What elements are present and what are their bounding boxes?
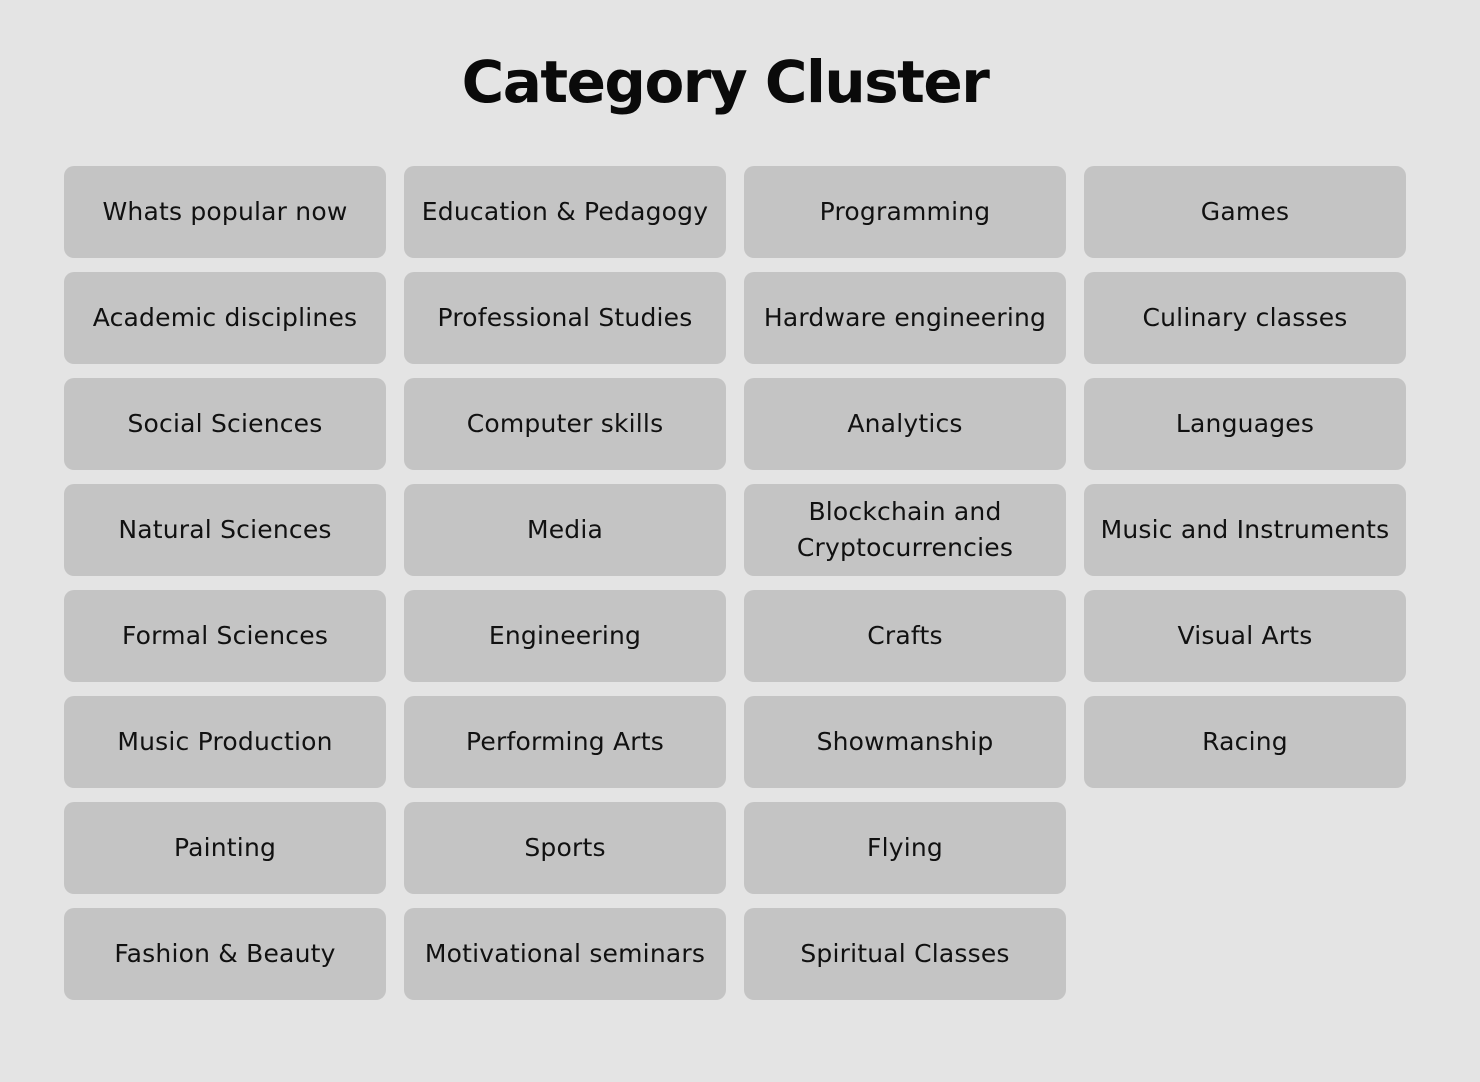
category-tile[interactable]: Whats popular now — [64, 166, 386, 258]
category-tile[interactable]: Engineering — [404, 590, 726, 682]
category-grid: Whats popular now Academic disciplines S… — [64, 166, 1406, 1000]
category-tile[interactable]: Crafts — [744, 590, 1066, 682]
category-label: Social Sciences — [127, 409, 323, 438]
category-tile[interactable]: Computer skills — [404, 378, 726, 470]
category-label: Music and Instruments — [1100, 515, 1390, 544]
category-label: Professional Studies — [437, 303, 693, 332]
category-label: Sports — [524, 833, 606, 862]
category-tile[interactable]: Social Sciences — [64, 378, 386, 470]
category-tile[interactable]: Analytics — [744, 378, 1066, 470]
category-label: Whats popular now — [102, 197, 348, 226]
category-label: Education & Pedagogy — [421, 197, 709, 226]
category-label: Hardware engineering — [763, 303, 1047, 332]
category-tile[interactable]: Motivational seminars — [404, 908, 726, 1000]
category-label: Analytics — [847, 409, 963, 438]
category-tile[interactable]: Racing — [1084, 696, 1406, 788]
category-tile[interactable]: Education & Pedagogy — [404, 166, 726, 258]
category-label: Spiritual Classes — [800, 939, 1010, 968]
category-tile[interactable]: Music Production — [64, 696, 386, 788]
category-label: Visual Arts — [1177, 621, 1313, 650]
category-tile[interactable]: Professional Studies — [404, 272, 726, 364]
category-label: Crafts — [867, 621, 943, 650]
category-tile[interactable]: Showmanship — [744, 696, 1066, 788]
category-tile[interactable]: Fashion & Beauty — [64, 908, 386, 1000]
category-tile[interactable]: Programming — [744, 166, 1066, 258]
category-tile[interactable]: Visual Arts — [1084, 590, 1406, 682]
category-label: Programming — [819, 197, 991, 226]
category-tile[interactable]: Painting — [64, 802, 386, 894]
category-tile[interactable]: Spiritual Classes — [744, 908, 1066, 1000]
category-label: Performing Arts — [466, 727, 664, 756]
category-tile[interactable]: Music and Instruments — [1084, 484, 1406, 576]
category-tile[interactable]: Hardware engineering — [744, 272, 1066, 364]
category-label: Painting — [173, 833, 277, 862]
category-tile[interactable]: Games — [1084, 166, 1406, 258]
category-label: Flying — [867, 833, 943, 862]
category-tile[interactable]: Sports — [404, 802, 726, 894]
page-title: Category Cluster — [461, 48, 990, 116]
category-label: Academic disciplines — [92, 303, 358, 332]
category-label: Games — [1200, 197, 1290, 226]
category-tile[interactable]: Culinary classes — [1084, 272, 1406, 364]
category-tile[interactable]: Natural Sciences — [64, 484, 386, 576]
category-label: Engineering — [488, 621, 642, 650]
category-label: Showmanship — [816, 727, 994, 756]
category-tile[interactable]: Flying — [744, 802, 1066, 894]
category-label: Fashion & Beauty — [114, 939, 336, 968]
category-tile[interactable]: Blockchain and Cryptocurrencies — [744, 484, 1066, 576]
category-label: Computer skills — [466, 409, 664, 438]
category-label: Motivational seminars — [424, 939, 706, 968]
category-label: Music Production — [117, 727, 333, 756]
category-label: Natural Sciences — [118, 515, 332, 544]
category-tile[interactable]: Formal Sciences — [64, 590, 386, 682]
category-label: Blockchain and Cryptocurrencies — [796, 497, 1014, 562]
category-label: Racing — [1202, 727, 1288, 756]
category-tile[interactable]: Languages — [1084, 378, 1406, 470]
category-tile[interactable]: Performing Arts — [404, 696, 726, 788]
category-tile[interactable]: Media — [404, 484, 726, 576]
category-label: Languages — [1175, 409, 1315, 438]
category-label: Media — [526, 515, 604, 544]
category-label: Formal Sciences — [121, 621, 329, 650]
category-tile[interactable]: Academic disciplines — [64, 272, 386, 364]
category-label: Culinary classes — [1142, 303, 1348, 332]
